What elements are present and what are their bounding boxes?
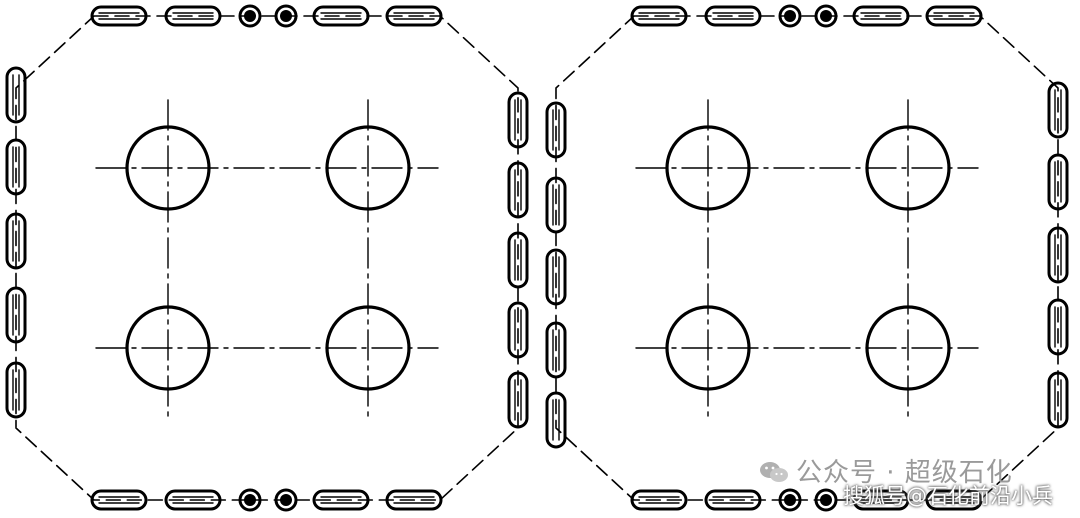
small-hole	[814, 488, 838, 512]
bolt-hole	[325, 125, 411, 211]
small-hole	[274, 4, 298, 28]
slot-hole	[1047, 298, 1069, 356]
small-hole-fill	[820, 10, 832, 22]
bolt-hole	[125, 125, 211, 211]
small-hole	[238, 4, 262, 28]
slot-hole	[507, 161, 529, 219]
slot-hole	[5, 66, 27, 124]
plate-outline	[15, 15, 519, 501]
slot-hole	[852, 5, 910, 27]
slot-hole	[545, 391, 567, 449]
slot-hole	[545, 248, 567, 306]
small-hole	[274, 488, 298, 512]
bolt-hole	[125, 305, 211, 391]
slot-hole	[925, 5, 983, 27]
slot-hole	[90, 5, 148, 27]
left-plate	[5, 4, 529, 512]
small-hole	[778, 4, 802, 28]
small-hole-fill	[244, 494, 256, 506]
slot-hole	[385, 489, 443, 511]
slot-hole	[545, 176, 567, 234]
small-hole-fill	[820, 494, 832, 506]
slot-hole	[925, 489, 983, 511]
slot-hole	[507, 231, 529, 289]
slot-hole	[312, 489, 370, 511]
bolt-hole	[865, 125, 951, 211]
slot-hole	[1047, 153, 1069, 211]
slot-hole	[164, 489, 222, 511]
wechat-icon	[760, 462, 788, 482]
plate-outline	[555, 15, 1059, 501]
small-hole-fill	[280, 494, 292, 506]
slot-hole	[385, 5, 443, 27]
bolt-hole	[865, 305, 951, 391]
slot-hole	[545, 101, 567, 159]
slot-hole	[312, 5, 370, 27]
slot-hole	[630, 5, 688, 27]
wechat-watermark-text: 公众号 · 超级石化	[796, 458, 1013, 488]
wechat-watermark: 公众号 · 超级石化	[758, 452, 1013, 489]
slot-hole	[704, 489, 762, 511]
small-hole	[814, 4, 838, 28]
small-hole-fill	[784, 10, 796, 22]
small-hole-fill	[244, 10, 256, 22]
small-hole	[778, 488, 802, 512]
sohu-watermark: 搜狐号@石化前沿小兵	[843, 484, 1053, 508]
slot-hole	[507, 371, 529, 429]
slot-hole	[5, 361, 27, 419]
slot-hole	[507, 91, 529, 149]
bolt-hole	[325, 305, 411, 391]
slot-hole	[852, 489, 910, 511]
small-hole-fill	[784, 494, 796, 506]
small-hole	[238, 488, 262, 512]
right-plate	[545, 4, 1069, 512]
slot-hole	[5, 212, 27, 270]
slot-hole	[630, 489, 688, 511]
small-hole-fill	[280, 10, 292, 22]
bolt-hole	[665, 125, 751, 211]
slot-hole	[1047, 226, 1069, 284]
slot-hole	[1047, 371, 1069, 429]
bolt-hole	[665, 305, 751, 391]
slot-hole	[5, 138, 27, 196]
slot-hole	[164, 5, 222, 27]
slot-hole	[1047, 81, 1069, 139]
slot-hole	[507, 301, 529, 359]
slot-hole	[5, 286, 27, 344]
slot-hole	[704, 5, 762, 27]
slot-hole	[90, 489, 148, 511]
slot-hole	[545, 321, 567, 379]
